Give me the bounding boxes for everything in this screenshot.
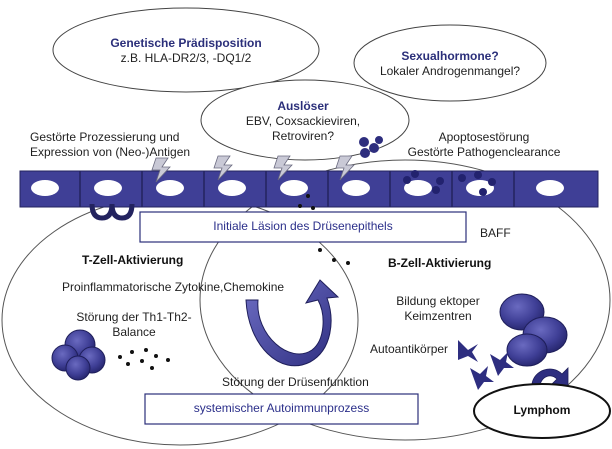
ectopic-line-1: Bildung ektoper [396, 294, 480, 308]
bcell-oval [199, 159, 611, 441]
autoantibody-label: Autoantikörper [370, 342, 449, 356]
apoptosis-label: Apoptosestörung Gestörte Pathogenclearan… [404, 130, 564, 160]
genetic-bubble [52, 7, 320, 93]
genetic-detail: z.B. HLA-DR2/3, -DQ1/2 [120, 51, 252, 65]
cytokines-label: Proinflammatorische Zytokine,Chemokine [62, 280, 285, 294]
hormone-detail: Lokaler Androgenmangel? [379, 64, 521, 78]
antibodies [458, 340, 514, 390]
tcell-cluster [51, 329, 106, 381]
receptor-loops [89, 203, 135, 221]
ectopic-line-2: Keimzentren [404, 309, 472, 323]
antigen-dots [298, 194, 350, 265]
hormone-bubble [353, 24, 547, 102]
initial-lesion-box [139, 211, 467, 243]
baff-label: BAFF [480, 226, 511, 240]
lymphoma-oval [473, 383, 611, 439]
systemic-process-text: systemischer Autoimmunprozess [193, 401, 370, 415]
gland-dysfunction-label: Störung der Drüsenfunktion [222, 375, 369, 389]
trigger-text: Auslöser EBV, Coxsackieviren, Retroviren… [236, 99, 370, 144]
lymphoma-text: Lymphom [513, 403, 571, 417]
genetic-text: Genetische Prädisposition z.B. HLA-DR2/3… [96, 36, 276, 66]
trigger-detail-1: EBV, Coxsackieviren, [245, 114, 361, 128]
trigger-title: Auslöser [277, 99, 329, 113]
th-balance-label: Störung der Th1-Th2- Balance [70, 310, 198, 340]
bcell-cluster [499, 293, 568, 367]
apoptosis-line-1: Apoptosestörung [438, 130, 530, 144]
initial-lesion-text: Initiale Läsion des Drüsenepithels [213, 219, 393, 233]
tcell-label: T-Zell-Aktivierung [82, 253, 184, 267]
hormone-title: Sexualhormone? [401, 49, 499, 63]
trigger-bubble [200, 79, 410, 161]
bcell-label: B-Zell-Aktivierung [388, 256, 492, 270]
processing-line-1: Gestörte Prozessierung und [30, 130, 180, 144]
systemic-process-box [144, 393, 419, 425]
epithelium-row [19, 170, 599, 208]
trigger-detail-2: Retroviren? [271, 129, 335, 143]
ectopic-label: Bildung ektoper Keimzentren [380, 294, 496, 324]
lightning-bolts [151, 155, 355, 183]
th-line-2: Balance [112, 325, 156, 339]
hormone-text: Sexualhormone? Lokaler Androgenmangel? [372, 49, 528, 79]
virus-cluster-top [359, 136, 383, 158]
genetic-title: Genetische Prädisposition [110, 36, 262, 50]
th-line-1: Störung der Th1-Th2- [76, 310, 192, 324]
virus-cluster-cells [403, 170, 496, 196]
processing-line-2: Expression von (Neo-)Antigen [30, 145, 191, 159]
central-cycle-arrow [245, 279, 340, 367]
apoptosis-line-2: Gestörte Pathogenclearance [407, 145, 561, 159]
processing-label: Gestörte Prozessierung und Expression vo… [30, 130, 190, 160]
cytokine-dots [118, 348, 170, 370]
